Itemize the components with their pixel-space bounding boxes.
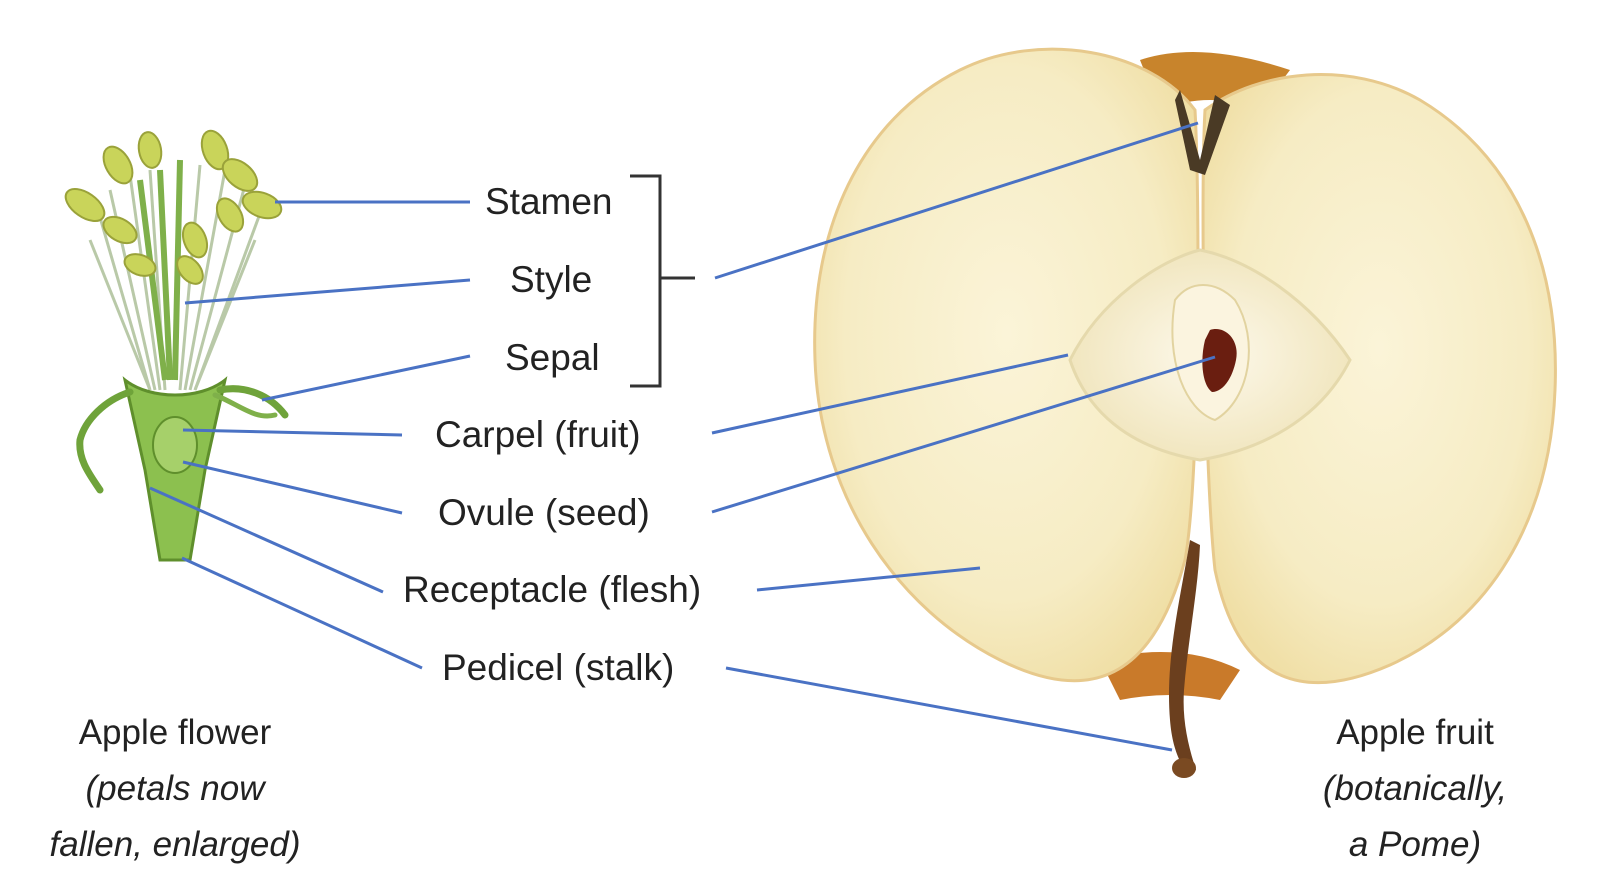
leader-ovule-flower <box>182 460 403 515</box>
apple-right-half <box>1201 73 1557 685</box>
caption-flower-line2: (petals now <box>85 769 265 808</box>
apple-calyx <box>1175 90 1230 175</box>
leader-carpel-flower <box>182 428 403 437</box>
flower-sepal-right <box>216 385 289 419</box>
apple-fruit-illustration <box>813 47 1557 778</box>
leader-carpel-fruit <box>711 353 1069 435</box>
flower-sepal-right-2 <box>212 392 278 419</box>
label-sepal: Sepal <box>505 337 600 378</box>
apple-left-half <box>813 47 1200 683</box>
apple-stalk <box>1169 540 1200 775</box>
flower-anthers <box>64 129 283 285</box>
apple-flower-illustration <box>64 129 289 562</box>
apple-stalk-tip <box>1172 758 1196 778</box>
caption-fruit-line2: (botanically, <box>1322 769 1508 808</box>
label-carpel: Carpel (fruit) <box>435 414 641 455</box>
label-style: Style <box>510 259 593 300</box>
leader-receptacle-flower <box>149 486 384 594</box>
leader-pedicel-fruit <box>725 666 1173 752</box>
group-bracket <box>630 174 695 388</box>
leader-lines <box>149 121 1216 752</box>
label-stamen: Stamen <box>485 181 613 222</box>
apple-seed <box>1202 329 1237 392</box>
label-pedicel: Pedicel (stalk) <box>442 647 675 688</box>
leader-ovule-fruit <box>711 355 1216 514</box>
caption-flower-line1: Apple flower <box>78 713 272 752</box>
label-ovule: Ovule (seed) <box>438 492 650 533</box>
leader-receptacle-fruit <box>756 566 981 592</box>
leader-bracket-fruit <box>714 121 1199 280</box>
flower-sepal-left <box>76 388 134 494</box>
label-receptacle: Receptacle (flesh) <box>403 569 702 610</box>
leader-style-flower <box>184 278 471 305</box>
caption-fruit-line1: Apple fruit <box>1336 713 1494 752</box>
caption-fruit-line3: a Pome) <box>1348 825 1482 864</box>
caption-apple-fruit: Apple fruit (botanically, a Pome) <box>1285 705 1545 873</box>
leader-pedicel-flower <box>181 556 423 670</box>
caption-flower-line3: fallen, enlarged) <box>49 825 301 864</box>
leader-sepal-flower <box>261 354 471 402</box>
caption-apple-flower: Apple flower (petals now fallen, enlarge… <box>10 705 340 873</box>
